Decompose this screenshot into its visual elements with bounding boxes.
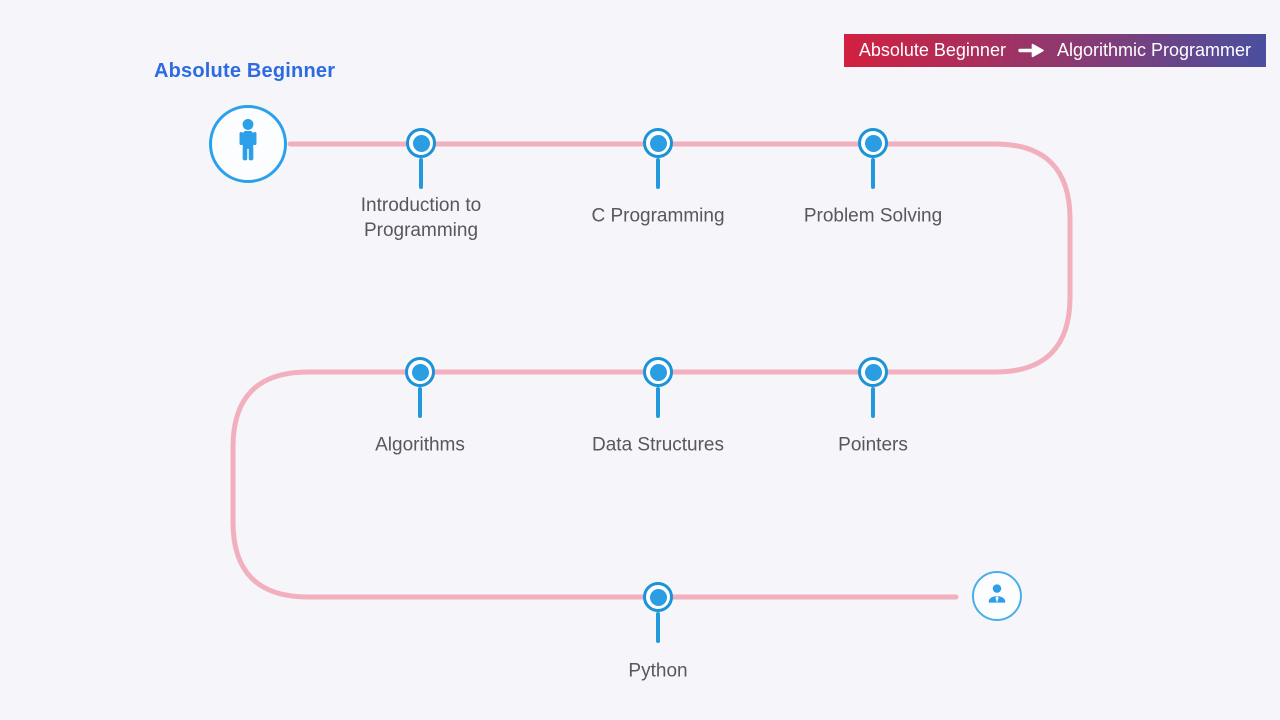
milestone-label: Introduction to Programming xyxy=(360,195,482,241)
person-icon xyxy=(235,118,261,170)
milestone-node xyxy=(643,128,673,158)
milestone-stem xyxy=(871,387,875,418)
milestone-label: Python xyxy=(628,660,688,682)
milestone-node xyxy=(406,128,436,158)
finish-endpoint xyxy=(972,571,1022,621)
right-arrow-icon xyxy=(1018,43,1045,58)
milestone-dot xyxy=(411,363,429,381)
milestone-label: Problem Solving xyxy=(803,205,943,227)
milestone-node xyxy=(405,357,435,387)
milestone-node xyxy=(858,357,888,387)
milestone-node xyxy=(858,128,888,158)
milestone-node xyxy=(643,582,673,612)
milestone-label: Pointers xyxy=(838,434,908,456)
milestone-stem xyxy=(656,158,660,189)
milestone-stem xyxy=(419,158,423,189)
milestone-stem xyxy=(871,158,875,189)
start-endpoint xyxy=(209,105,287,183)
milestone-stem xyxy=(418,387,422,418)
professional-person-icon xyxy=(984,581,1010,612)
badge-from-label: Absolute Beginner xyxy=(858,40,1006,60)
milestone-dot xyxy=(412,134,430,152)
milestone-stem xyxy=(656,387,660,418)
milestone-node xyxy=(643,357,673,387)
milestone-dot xyxy=(649,588,667,606)
milestone-dot xyxy=(649,363,667,381)
milestone-label: Data Structures xyxy=(592,434,724,456)
milestone-dot xyxy=(649,134,667,152)
milestone-label: C Programming xyxy=(591,205,725,227)
milestone-label: Algorithms xyxy=(375,434,465,456)
milestone-dot xyxy=(864,363,882,381)
milestone-dot xyxy=(864,134,882,152)
badge-to-label: Algorithmic Programmer xyxy=(1056,40,1251,60)
milestone-stem xyxy=(656,612,660,643)
level-badge: Absolute Beginner Algorithmic Programmer xyxy=(843,34,1266,67)
stage-title: Absolute Beginner xyxy=(154,60,336,82)
